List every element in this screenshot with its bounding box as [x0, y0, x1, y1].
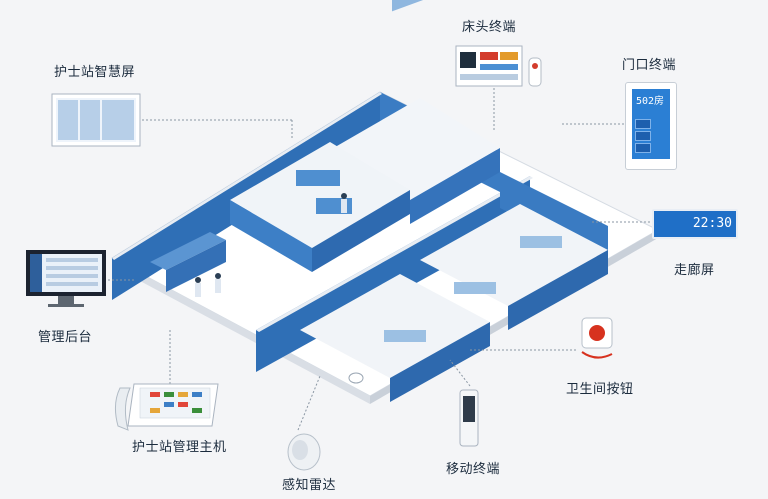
nurse-room-floor — [230, 142, 410, 248]
person-3 — [341, 193, 347, 199]
handset — [114, 387, 131, 431]
room2-floor — [420, 204, 608, 306]
person-2-body — [215, 279, 221, 293]
corridor-time: 22:30 — [692, 216, 732, 231]
nurse-desk — [296, 170, 340, 186]
wall-top-edge — [112, 92, 382, 260]
reception-desk — [150, 232, 226, 270]
bed-2 — [520, 236, 562, 248]
room2-wall — [508, 250, 608, 330]
pull-cord — [581, 351, 613, 359]
door-cell — [635, 143, 651, 153]
toilet — [348, 372, 364, 384]
room3-floor — [300, 274, 490, 378]
bed-3 — [454, 282, 496, 294]
label-management-backend: 管理后台 — [38, 330, 93, 345]
bedside-call-handset — [528, 57, 542, 87]
room1-wall — [410, 148, 500, 224]
room1-bed — [392, 0, 432, 12]
connector-lines — [108, 88, 650, 431]
door-cell — [635, 131, 651, 141]
reception-desk-front — [166, 240, 226, 292]
label-bedside-terminal: 床头终端 — [462, 20, 517, 35]
person-1 — [195, 277, 201, 283]
middle-wall-top — [256, 176, 533, 332]
door-terminal-device: 502房 — [625, 82, 677, 170]
room3-wall — [390, 322, 490, 402]
label-door-terminal: 门口终端 — [622, 58, 677, 73]
label-bathroom-button: 卫生间按钮 — [566, 382, 634, 397]
person-1-body — [195, 283, 201, 297]
door-cell — [635, 119, 651, 129]
bed-4 — [384, 330, 426, 342]
label-nurse-station-screen: 护士站智慧屏 — [54, 65, 136, 80]
door-room-number: 502房 — [636, 96, 665, 107]
nurse-room-wall — [312, 190, 410, 272]
floor-shadow — [112, 258, 370, 404]
label-sensing-radar: 感知雷达 — [282, 478, 337, 493]
label-corridor-screen: 走廊屏 — [674, 263, 715, 278]
door-terminal-screen: 502房 — [632, 89, 670, 159]
person-2 — [215, 273, 221, 279]
corridor-screen-device: 22:30 — [652, 209, 738, 239]
label-nurse-station-host: 护士站管理主机 — [132, 440, 227, 455]
nurse-room-wall-left — [230, 200, 312, 272]
label-mobile-terminal: 移动终端 — [446, 462, 501, 477]
person-3-body — [341, 199, 347, 213]
